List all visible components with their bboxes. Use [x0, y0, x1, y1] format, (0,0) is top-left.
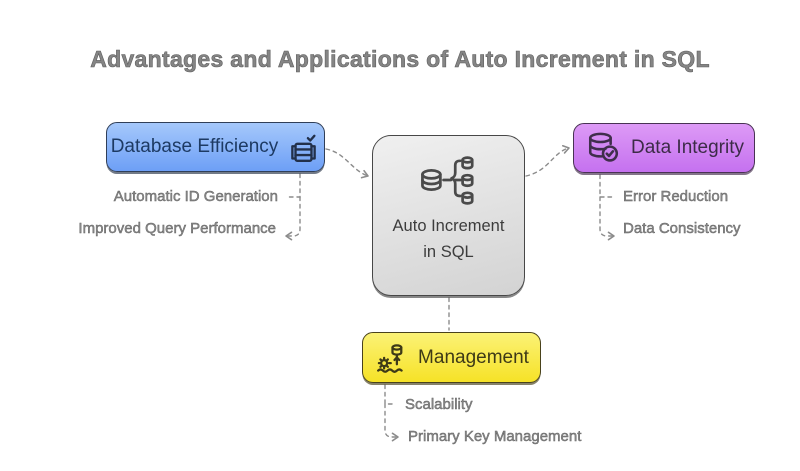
connector-center-integrity — [525, 144, 570, 177]
node-management: Management — [362, 332, 541, 383]
connector-management-item-1 — [384, 384, 397, 405]
connector-integrity-item-1 — [599, 174, 614, 198]
gear-database-icon — [374, 341, 409, 375]
node-database-efficiency: Database Efficiency — [106, 122, 325, 172]
connector-efficiency-item-1 — [286, 173, 301, 198]
item-scalability: Scalability — [405, 396, 473, 413]
node-data-integrity: Data Integrity — [573, 123, 755, 173]
node-auto-increment-sql: Auto Increment in SQL — [372, 135, 525, 296]
connector-efficiency-center — [325, 148, 369, 179]
node-auto-increment-sql-label: Auto Increment in SQL — [392, 217, 505, 261]
item-data-consistency: Data Consistency — [623, 220, 741, 237]
table-check-icon — [287, 131, 320, 164]
node-data-integrity-label: Data Integrity — [631, 137, 744, 158]
node-management-label: Management — [418, 346, 529, 368]
item-automatic-id-generation: Automatic ID Generation — [113, 188, 279, 205]
connector-management-item-2 — [384, 403, 399, 442]
item-improved-query-performance: Improved Query Performance — [78, 220, 276, 237]
item-primary-key-management: Primary Key Management — [408, 428, 582, 445]
connector-integrity-item-2 — [599, 196, 615, 241]
database-check-icon — [584, 130, 622, 166]
item-error-reduction: Error Reduction — [623, 188, 729, 205]
database-branch-icon — [417, 152, 481, 208]
node-database-efficiency-label: Database Efficiency — [110, 136, 279, 157]
connector-efficiency-item-2 — [285, 196, 301, 241]
diagram-title: Advantages and Applications of Auto Incr… — [90, 46, 710, 73]
